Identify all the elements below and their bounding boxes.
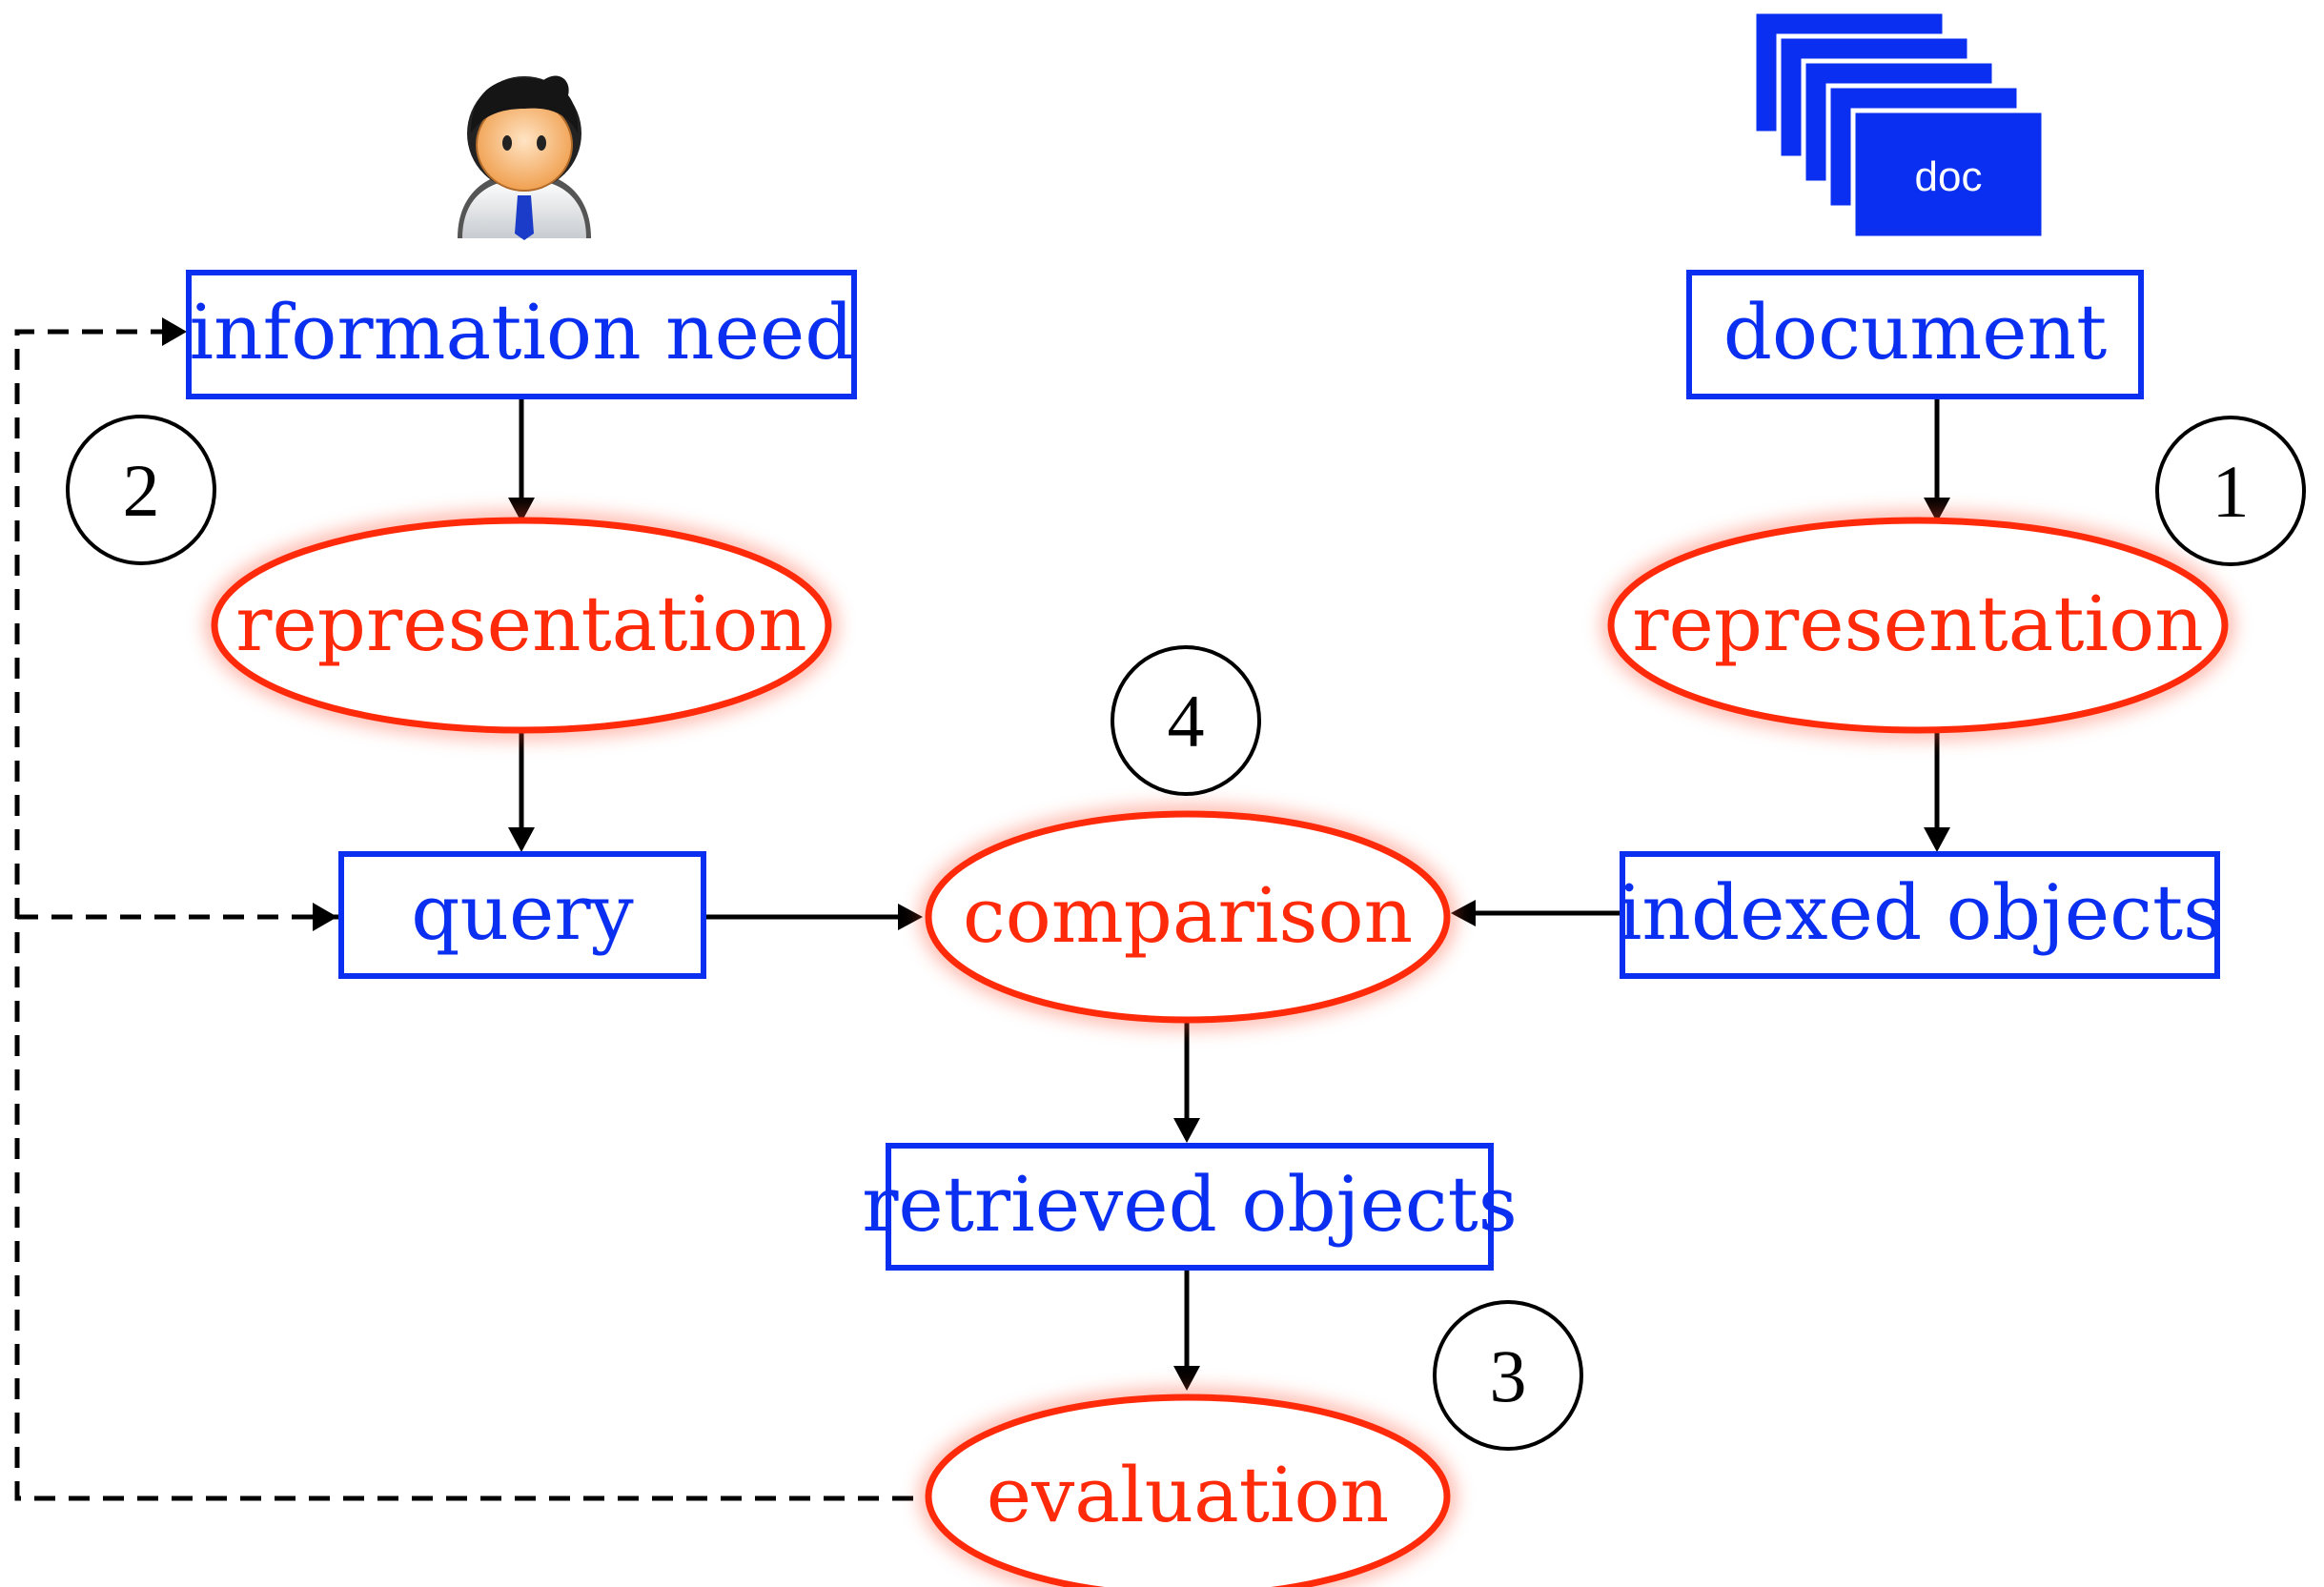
- step-number-2: 2: [66, 415, 216, 565]
- step-number-4: 4: [1111, 645, 1261, 796]
- ellipse-representation-right: representation: [1603, 513, 2232, 738]
- flow-arrows: [508, 398, 1950, 1391]
- ellipse-representation-right-label: representation: [1632, 580, 2204, 668]
- ellipse-representation-left-label: representation: [235, 580, 807, 668]
- box-information-need-label: information need: [190, 288, 854, 376]
- box-document-label: document: [1723, 288, 2108, 376]
- feedback-loop: [14, 317, 913, 1501]
- ellipse-evaluation-label: evaluation: [987, 1451, 1389, 1539]
- ellipse-evaluation: evaluation: [921, 1390, 1455, 1587]
- box-indexed-objects: indexed objects: [1618, 851, 2222, 979]
- ellipse-comparison-label: comparison: [963, 871, 1413, 960]
- step-number-3: 3: [1433, 1300, 1583, 1451]
- box-query-label: query: [411, 868, 634, 957]
- box-retrieved-objects-label: retrieved objects: [862, 1160, 1518, 1249]
- step-number-2-label: 2: [123, 449, 160, 532]
- ellipse-representation-left: representation: [207, 513, 836, 738]
- ellipse-comparison: comparison: [921, 806, 1455, 1027]
- box-indexed-objects-label: indexed objects: [1618, 868, 2222, 957]
- step-number-4-label: 4: [1168, 680, 1205, 763]
- doc-icon-label: doc: [1915, 153, 1983, 200]
- step-number-3-label: 3: [1490, 1334, 1527, 1417]
- box-document: document: [1686, 270, 2144, 399]
- user-icon: [458, 75, 591, 240]
- box-query: query: [338, 851, 706, 979]
- box-retrieved-objects: retrieved objects: [862, 1143, 1518, 1271]
- step-number-1-label: 1: [2212, 450, 2250, 533]
- document-stack-icon: doc: [1751, 9, 2047, 241]
- box-information-need: information need: [186, 270, 857, 399]
- step-number-1: 1: [2155, 416, 2306, 566]
